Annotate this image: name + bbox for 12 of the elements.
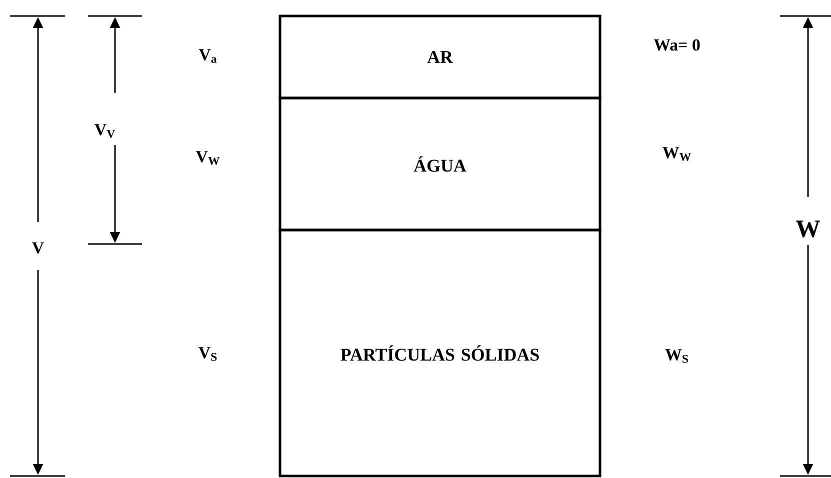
variable-label: V$_{W}$ (196, 151, 220, 165)
variable-label: V$_{a}$ (198, 49, 217, 63)
variable-label: V$_{S}$ (198, 347, 217, 361)
variable-label: V$_{V}$ (94, 124, 116, 138)
layer-box: PARTÍCULAS SÓLIDAS (278, 228, 602, 478)
layer-box: ÁGUA (278, 96, 602, 232)
variable-label: W (796, 220, 820, 238)
variable-label: V (32, 242, 44, 254)
variable-label: W$_{W}$ (662, 147, 691, 161)
layer-box: AR (278, 14, 602, 100)
variable-label: Wa= 0 (654, 39, 700, 51)
variable-label: W$_{S}$ (665, 349, 688, 363)
